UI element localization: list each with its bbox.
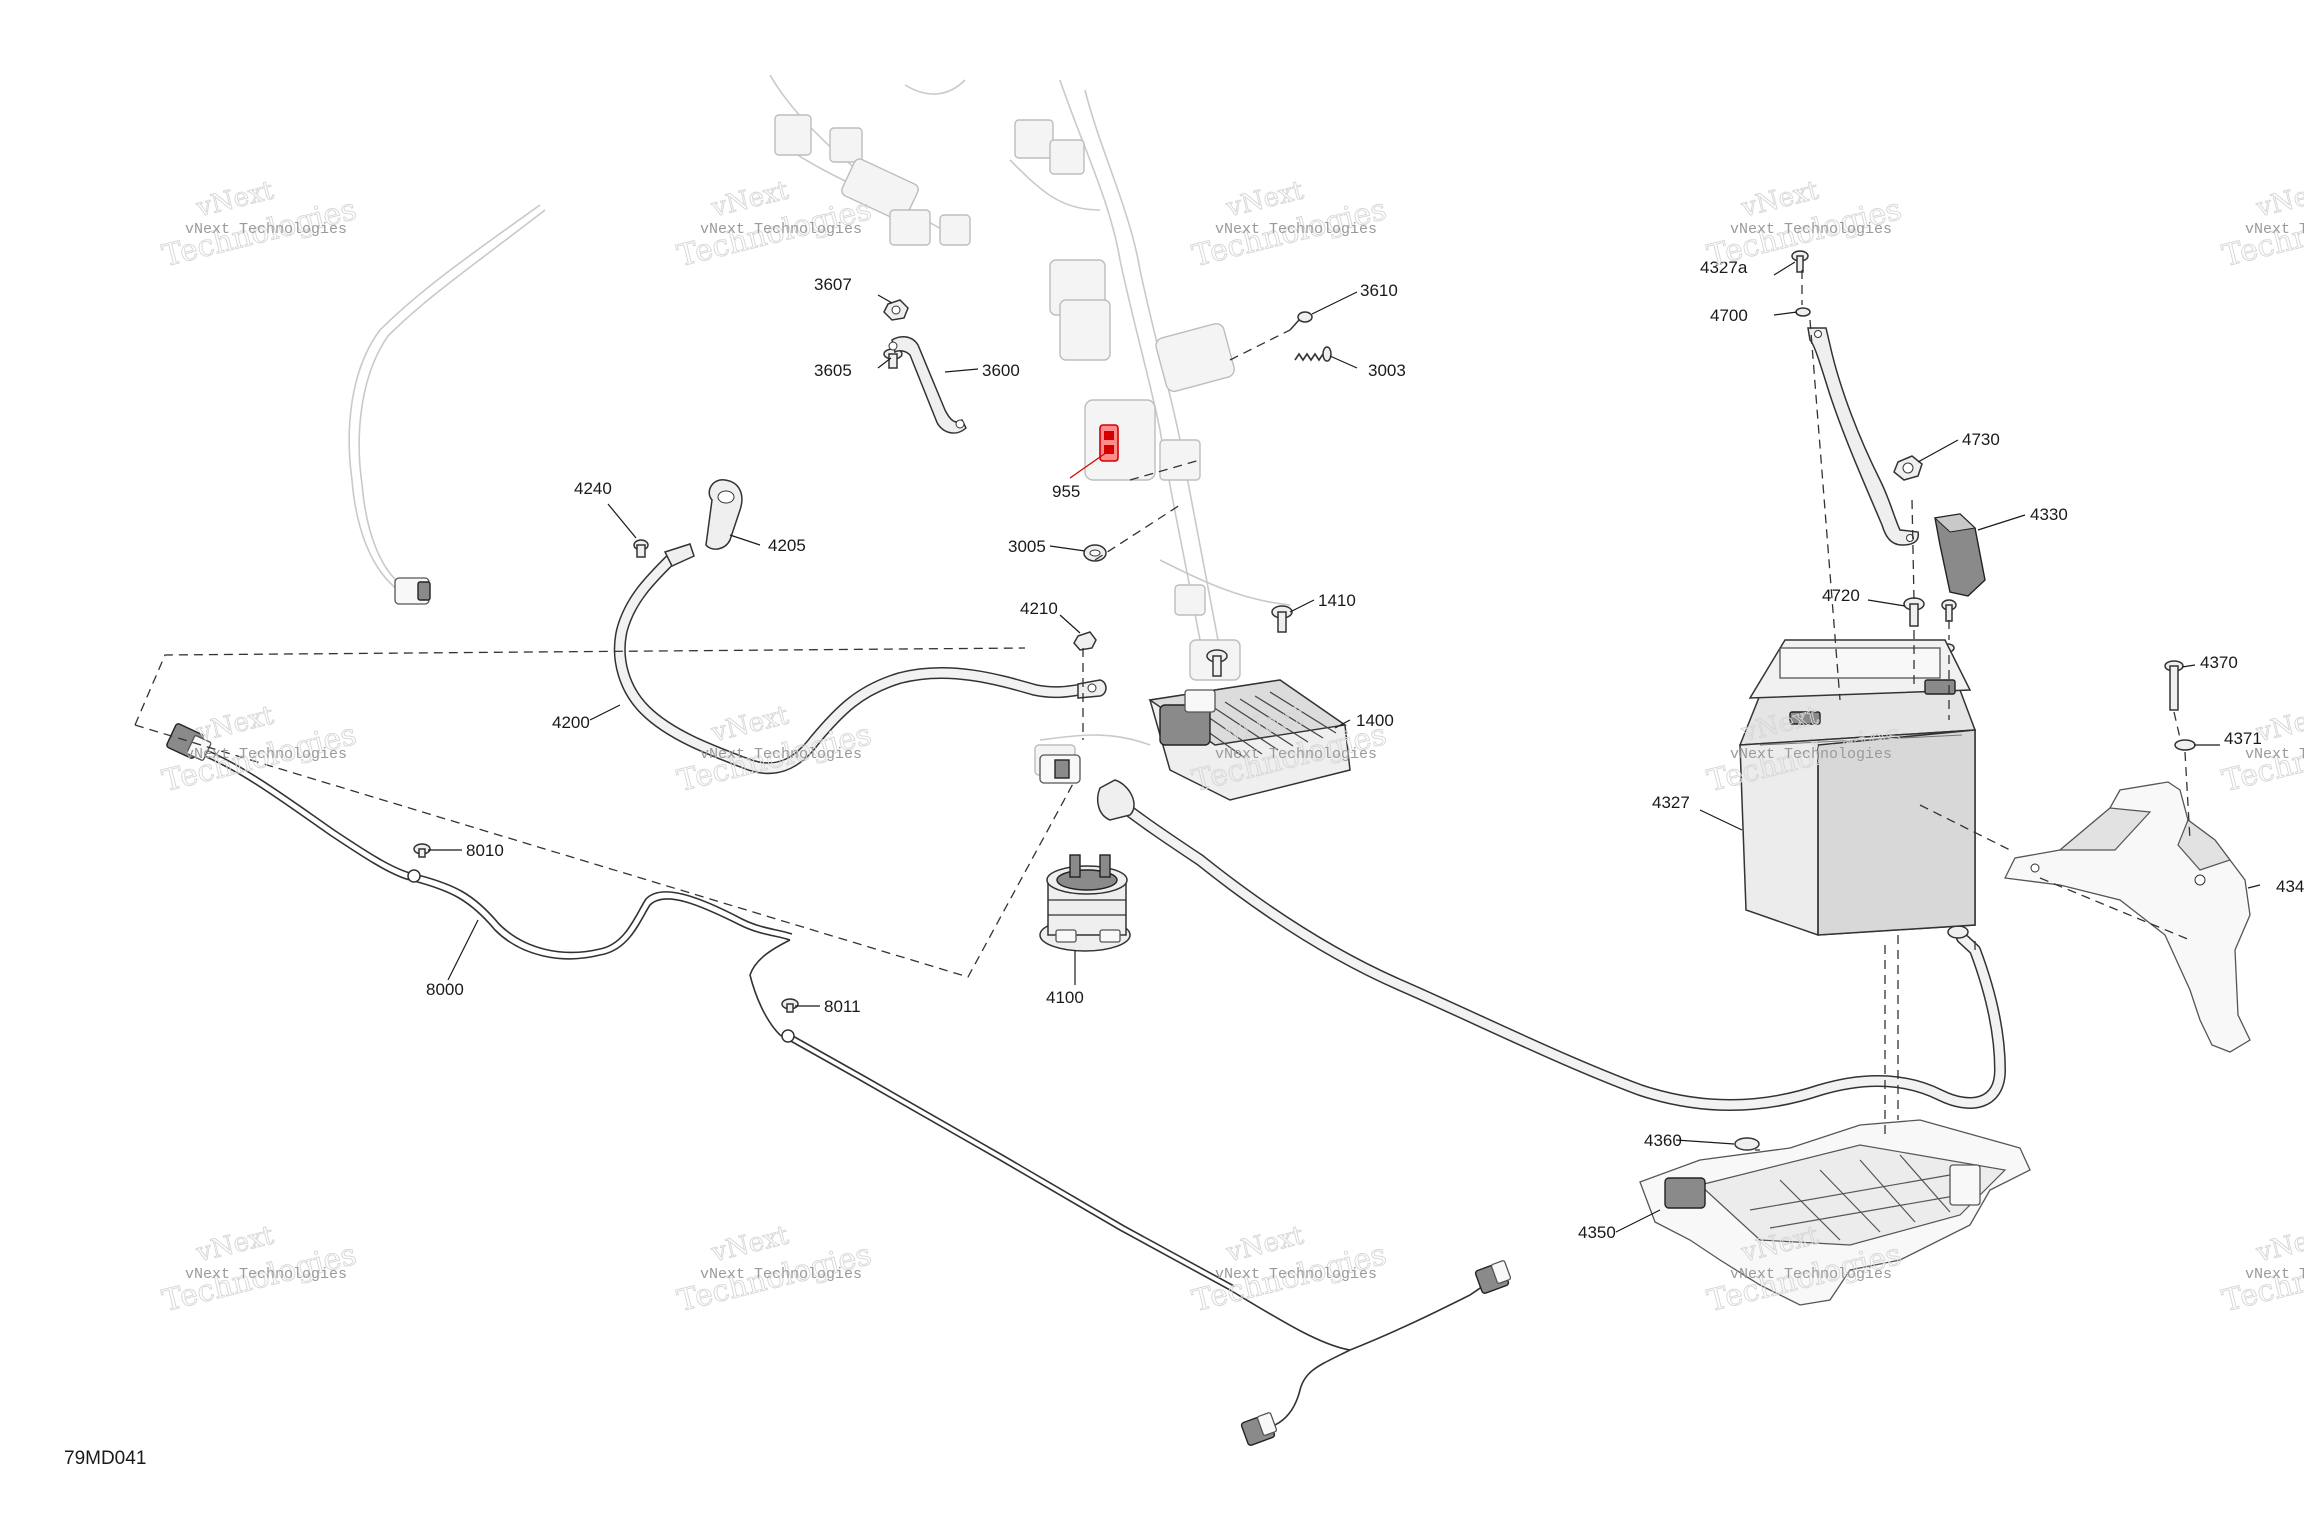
callout-4327a: 4327a <box>1700 258 1748 277</box>
callout-955: 955 <box>1052 482 1080 501</box>
part-1410 <box>1271 605 1293 633</box>
part-4371 <box>2174 739 2196 751</box>
callout-4371: 4371 <box>2224 729 2262 748</box>
watermark-label: vNext Technologies <box>1215 1266 1377 1283</box>
svg-text:vNext: vNext <box>2253 700 2304 748</box>
cable-battery-starter <box>1097 779 2006 1111</box>
callout-4205: 4205 <box>768 536 806 555</box>
watermark-label: vNext Technologies <box>1215 746 1377 763</box>
bracket-434 <box>2004 781 2251 1053</box>
watermark-label: vNext Technologies <box>185 746 347 763</box>
callout-4330: 4330 <box>2030 505 2068 524</box>
callout-3003: 3003 <box>1368 361 1406 380</box>
connector-8000-c <box>1240 1412 1278 1446</box>
battery-4327 <box>1738 639 1977 936</box>
callout-4700: 4700 <box>1710 306 1748 325</box>
callout-4327: 4327 <box>1652 793 1690 812</box>
watermark-label: vNext Technologies <box>1215 221 1377 238</box>
part-3610 <box>1289 311 1313 331</box>
part-4730 <box>1893 455 1923 481</box>
callout-8011: 8011 <box>824 997 861 1016</box>
watermark-label: vNext Technologies <box>2245 746 2304 763</box>
leader-lines <box>428 261 2261 1233</box>
svg-text:vNext: vNext <box>2253 1220 2304 1268</box>
callout-1400: 1400 <box>1356 711 1394 730</box>
callout-3600: 3600 <box>982 361 1020 380</box>
connector-8000-a <box>166 723 212 761</box>
cable-4200 <box>613 543 1107 775</box>
callout-4350: 4350 <box>1578 1223 1616 1242</box>
callout-8000: 8000 <box>426 980 464 999</box>
part-3607 <box>883 299 909 321</box>
callout-4200: 4200 <box>552 713 590 732</box>
regulator-1400 <box>1148 649 1351 801</box>
watermark-label: vNext Technologies <box>700 221 862 238</box>
part-3005 <box>1083 544 1107 562</box>
watermark-label: vNext Technologies <box>2245 1266 2304 1283</box>
part-4370 <box>2164 660 2184 711</box>
part-3600 <box>888 335 967 434</box>
watermark-label: vNext Technologies <box>1730 746 1892 763</box>
callout-4240: 4240 <box>574 479 612 498</box>
callout-3610: 3610 <box>1360 281 1398 300</box>
callout-4210: 4210 <box>1020 599 1058 618</box>
figure-id: 79MD041 <box>64 1448 147 1469</box>
harness-8000 <box>166 723 1512 1446</box>
callouts: 3607 3605 3600 3610 3003 955 3005 4240 4… <box>426 258 2304 1242</box>
part-3605 <box>883 348 903 369</box>
callout-8010: 8010 <box>466 841 504 860</box>
watermark-label: vNext Technologies <box>1730 221 1892 238</box>
callout-4720: 4720 <box>1822 586 1860 605</box>
assembly-lines <box>134 270 2191 1151</box>
part-3003 <box>1294 346 1332 362</box>
callout-4360: 4360 <box>1644 1131 1682 1150</box>
part-4205 <box>705 479 743 550</box>
part-8011 <box>781 998 799 1013</box>
part-4327a <box>1791 250 1809 273</box>
watermark-label: vNext Technologies <box>700 1266 862 1283</box>
callout-434: 434 <box>2276 877 2304 896</box>
part-4360 <box>1734 1137 1760 1151</box>
ghost-harness <box>348 74 1291 776</box>
watermark-label: vNext Technologies <box>2245 221 2304 238</box>
strap-4700 <box>1807 327 1920 546</box>
watermark-label: vNext Technologies <box>185 221 347 238</box>
solenoid-4100 <box>1039 854 1131 952</box>
callout-4370: 4370 <box>2200 653 2238 672</box>
watermark-label: vNext Technologies <box>700 746 862 763</box>
part-8010 <box>413 843 431 858</box>
part-955 <box>1099 424 1119 462</box>
callout-1410: 1410 <box>1318 591 1356 610</box>
connector-8000-b <box>1474 1260 1512 1294</box>
callout-3005: 3005 <box>1008 537 1046 556</box>
part-4210 <box>1073 631 1097 651</box>
part-4700-washer <box>1795 307 1811 317</box>
callout-4730: 4730 <box>1962 430 2000 449</box>
svg-text:vNext: vNext <box>2253 175 2304 223</box>
connector-regulator <box>1039 754 1081 784</box>
callout-3607: 3607 <box>814 275 852 294</box>
watermark-label: vNext Technologies <box>1730 1266 1892 1283</box>
callout-4100: 4100 <box>1046 988 1084 1007</box>
callout-3605: 3605 <box>814 361 852 380</box>
part-4720 <box>1903 597 1925 627</box>
watermark-label: vNext Technologies <box>185 1266 347 1283</box>
tray-4350 <box>1639 1119 2031 1306</box>
part-4330 <box>1933 513 1986 597</box>
part-4240 <box>633 539 649 558</box>
